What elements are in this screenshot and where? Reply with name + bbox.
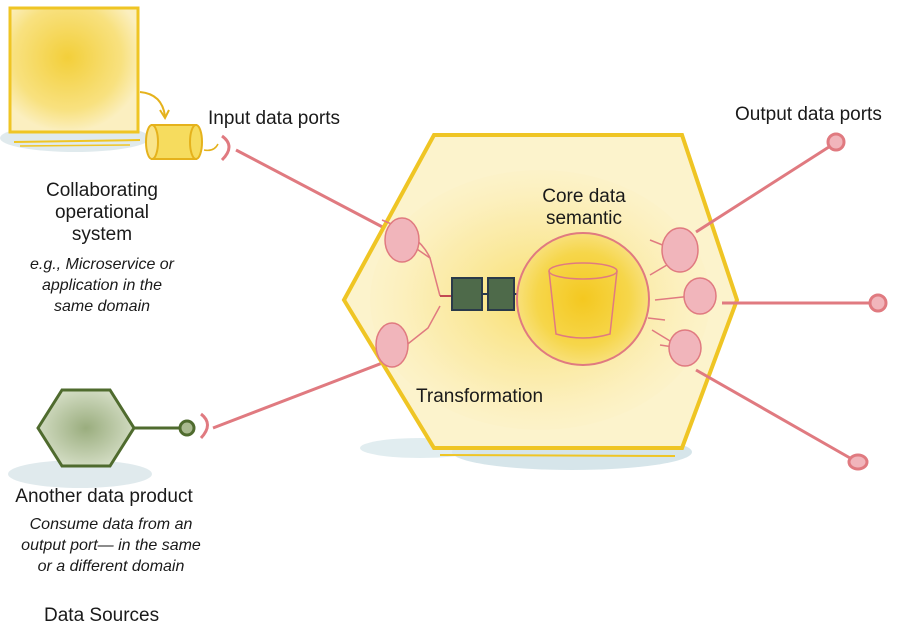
another-data-product-description: Consume data from an output port— in the… [21, 516, 201, 575]
transformation-steps [451, 277, 525, 311]
cylinder-connector [145, 124, 203, 160]
operational-system-box [8, 6, 140, 134]
output-port-blob-1 [661, 227, 699, 273]
input-port-blob-bottom [375, 322, 409, 368]
data-sources-label: Data Sources [44, 605, 160, 626]
core-data-semantic-label: Core data semantic [542, 186, 626, 229]
another-data-product-group [8, 360, 386, 488]
data-product-hexagon-group [341, 133, 740, 470]
green-output-port [178, 419, 196, 437]
output-port-3 [847, 453, 869, 471]
input-ports-label: Input data ports [208, 108, 341, 129]
core-data-semantic-circle [516, 232, 650, 366]
input-port-blob-top [384, 217, 420, 263]
output-ports-label: Output data ports [735, 104, 882, 125]
green-hexagon [36, 388, 136, 468]
output-port-blob-3 [668, 329, 702, 367]
transformation-label: Transformation [416, 386, 544, 407]
system-to-port-arrow [139, 91, 166, 117]
output-port-2 [868, 293, 888, 313]
collaborating-system-title: Collaborating operational system [46, 180, 158, 245]
input-port-top [220, 134, 393, 234]
database-icon [548, 262, 618, 339]
another-data-product-title: Another data product [15, 486, 193, 507]
output-port-1 [826, 132, 846, 152]
output-port-blob-2 [683, 277, 717, 315]
collaborating-system-group [0, 6, 219, 160]
output-ports [695, 132, 888, 471]
collaborating-system-description: e.g., Microservice or application in the… [29, 256, 175, 315]
